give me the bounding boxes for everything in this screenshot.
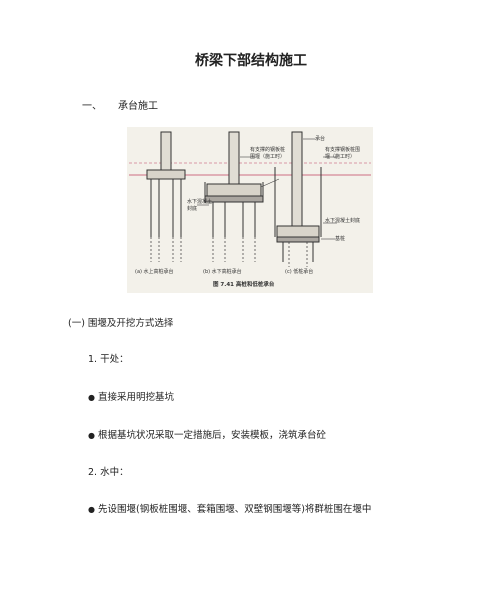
diagram-b [204,131,264,262]
bullet-text: 先设围堰(钢板桩围堰、套箱围堰、双壁钢围堰等)将群桩围在堰中 [98,504,372,515]
pile-cap-figure: 有支撑的钢板桩 围堰（施工时） 有支撑钢板桩围 堰（施工时） 承台 水下混凝土 … [127,127,373,293]
bullet-icon: ● [88,505,95,514]
label-a2: 围堰（施工时） [250,153,285,160]
label-e1: 水下混凝土封底 [325,217,360,224]
subcaption-c: (c) 低桩承台 [285,268,313,275]
subcaption-b: (b) 水下高桩承台 [203,268,242,275]
bullet-text: 根据基坑状况采取一定措施后，安装模板，浇筑承台砼 [98,430,327,441]
page-title: 桥梁下部结构施工 [195,53,307,69]
label-a1: 有支撑的钢板桩 [250,146,285,153]
subcaption-a: (a) 水上高桩承台 [135,268,174,275]
label-f1: 基桩 [335,235,345,242]
diagram-a [146,131,186,262]
subsection-heading: (一) 围堰及开挖方式选择 [68,318,174,329]
label-c1: 承台 [315,135,325,142]
item-2: 2. 水中： [88,467,129,478]
label-b2: 堰（施工时） [325,153,355,160]
label-d1: 水下混凝土 [187,198,212,205]
section-number: 一、 [82,101,102,112]
label-d2: 封底 [187,205,197,212]
bullet-icon: ● [88,431,95,440]
pile-cap-diagram: 有支撑的钢板桩 围堰（施工时） 有支撑钢板桩围 堰（施工时） 承台 水下混凝土 … [127,127,373,293]
bullet-item-1: ● 直接采用明挖基坑 [88,389,174,403]
section-heading: 承台施工 [118,101,158,112]
bullet-icon: ● [88,393,95,402]
bullet-item-3: ● 先设围堰(钢板桩围堰、套箱围堰、双壁钢围堰等)将群桩围在堰中 [88,501,371,515]
bullet-item-2: ● 根据基坑状况采取一定措施后，安装模板，浇筑承台砼 [88,427,326,441]
label-b1: 有支撑钢板桩围 [325,146,360,153]
bullet-text: 直接采用明挖基坑 [98,392,175,403]
diagram-c [274,131,322,267]
item-1: 1. 干处： [88,354,129,365]
figure-caption: 图 7.41 高桩和低桩承台 [213,280,275,288]
